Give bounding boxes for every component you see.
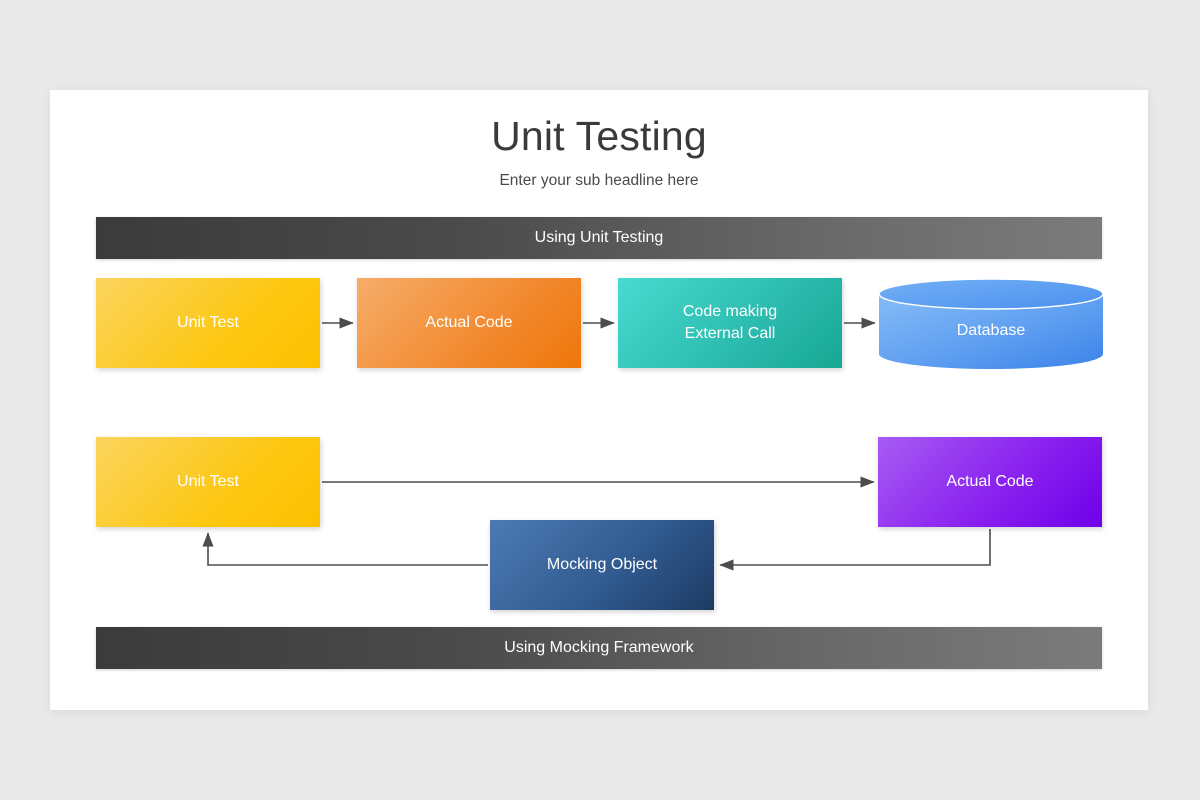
node-unit-test-2[interactable]: Unit Test <box>96 437 320 527</box>
node-label: Actual Code <box>425 314 513 332</box>
page-subtitle: Enter your sub headline here <box>499 172 699 189</box>
database-cylinder-icon <box>878 278 1104 369</box>
node-database[interactable]: Database <box>878 278 1104 370</box>
banner-bottom-label: Using Mocking Framework <box>504 639 694 656</box>
node-mocking-object[interactable]: Mocking Object <box>490 520 714 610</box>
node-actual-code-2[interactable]: Actual Code <box>878 437 1102 527</box>
node-actual-code-1[interactable]: Actual Code <box>357 278 581 368</box>
node-code-making-external-call[interactable]: Code making External Call <box>618 278 842 368</box>
node-label: Mocking Object <box>546 556 658 574</box>
database-label-wrap: Database <box>878 278 1104 370</box>
node-unit-test-1[interactable]: Unit Test <box>96 278 320 368</box>
page-title: Unit Testing <box>491 113 707 159</box>
section-banner-using-mocking-framework: Using Mocking Framework <box>96 627 1102 669</box>
arrow-mockingobject-to-unittest2 <box>202 532 488 566</box>
arrow-actualcode2-to-mockingobject <box>719 529 991 571</box>
node-label: Database <box>956 322 1026 339</box>
node-label-line2: External Call <box>684 325 776 342</box>
banner-top-label: Using Unit Testing <box>534 229 664 246</box>
slide-card: Unit Testing Enter your sub headline her… <box>50 90 1148 710</box>
node-label: Code making External Call <box>683 301 777 344</box>
node-label: Unit Test <box>177 473 239 491</box>
node-label-line1: Code making <box>682 303 778 321</box>
section-banner-using-unit-testing: Using Unit Testing <box>96 217 1102 259</box>
node-label: Unit Test <box>177 314 239 332</box>
node-label: Actual Code <box>946 473 1034 491</box>
